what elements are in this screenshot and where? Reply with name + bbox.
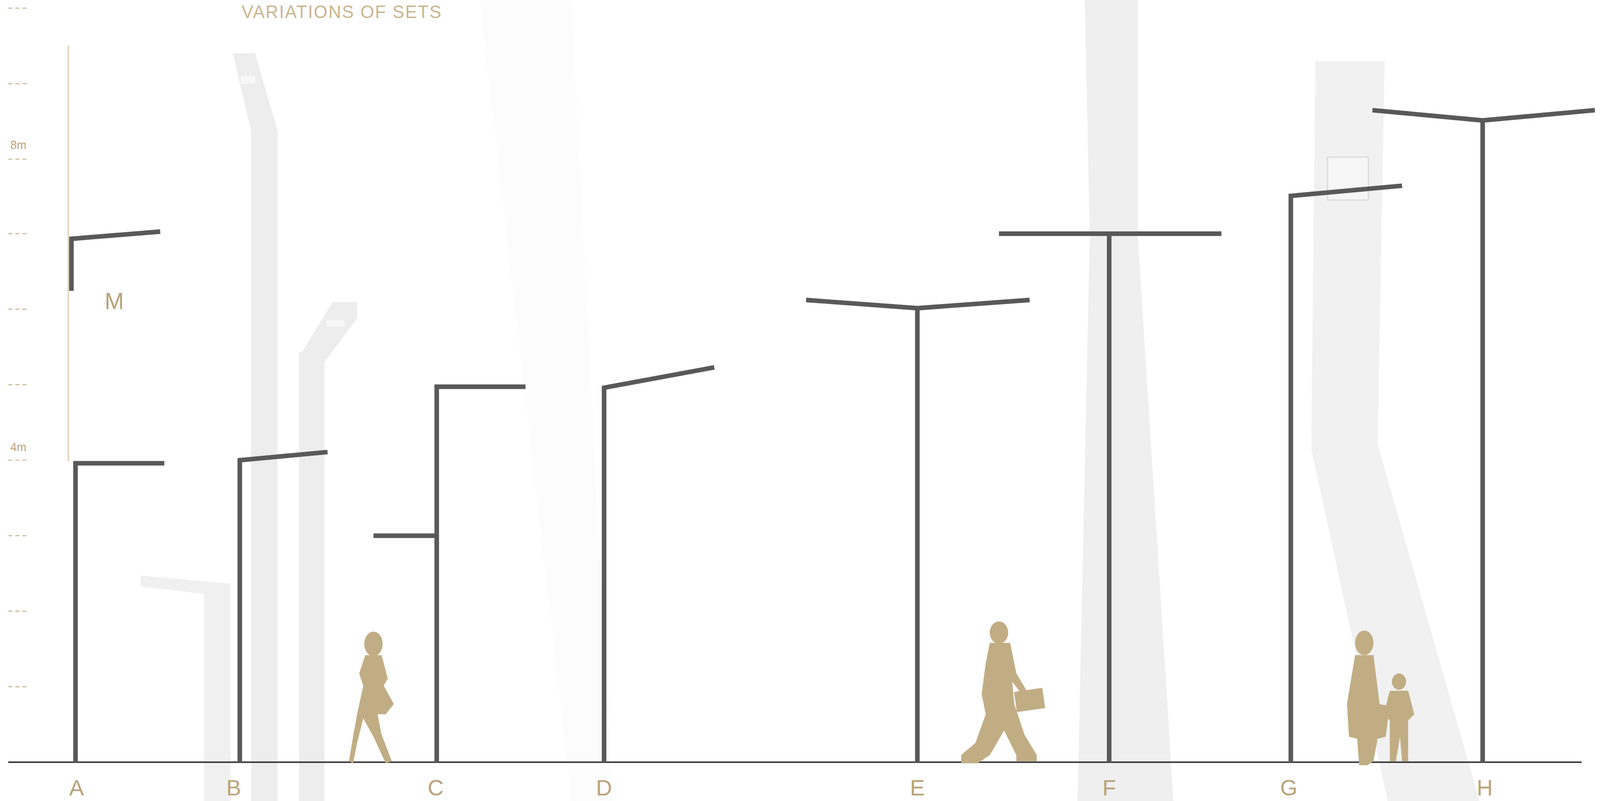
height-tick <box>8 233 29 235</box>
pole-h-arms <box>1372 110 1595 121</box>
diagram-title: VARIATIONS OF SETS <box>241 3 443 21</box>
ground-line <box>8 761 1582 763</box>
height-tick <box>8 685 29 687</box>
height-tick <box>8 308 29 310</box>
pole-f-arm <box>999 231 1222 236</box>
height-ticks <box>8 8 29 687</box>
height-tick <box>8 535 29 537</box>
set-letter: E <box>909 776 925 799</box>
woman-with-child-silhouette <box>1346 630 1415 766</box>
pole-b <box>239 451 328 762</box>
woman-silhouette <box>348 631 394 763</box>
pole-h <box>1480 122 1485 763</box>
height-tick <box>8 7 29 9</box>
height-mark: 8m <box>10 139 27 151</box>
pole-c <box>436 386 526 762</box>
pole-a <box>75 463 165 762</box>
pole-e <box>914 308 920 762</box>
set-letter: F <box>1102 776 1116 799</box>
pole-c-side-arm <box>373 533 437 538</box>
pole-f <box>1106 233 1112 762</box>
height-tick <box>8 158 29 160</box>
man-silhouette <box>961 621 1045 764</box>
pole-mark: M <box>104 289 124 313</box>
pole-a-upper <box>71 231 161 291</box>
height-tick <box>8 610 29 612</box>
height-mark: 4m <box>10 440 27 453</box>
height-tick <box>8 83 29 85</box>
set-letter: D <box>596 776 613 799</box>
pole-d <box>604 367 715 762</box>
ghost-poles <box>140 0 1480 801</box>
set-letter: H <box>1476 776 1493 799</box>
pole-e-arms <box>806 299 1030 309</box>
set-letter: G <box>1279 776 1298 799</box>
ghost-lamp-heads <box>240 75 346 327</box>
set-letter: B <box>226 776 241 799</box>
height-guide <box>67 45 69 461</box>
height-tick <box>8 383 29 385</box>
set-letter: C <box>427 776 445 799</box>
pole-g <box>1291 185 1403 762</box>
set-letter: A <box>68 776 84 799</box>
height-tick <box>8 459 29 461</box>
people-silhouettes <box>348 621 1415 766</box>
